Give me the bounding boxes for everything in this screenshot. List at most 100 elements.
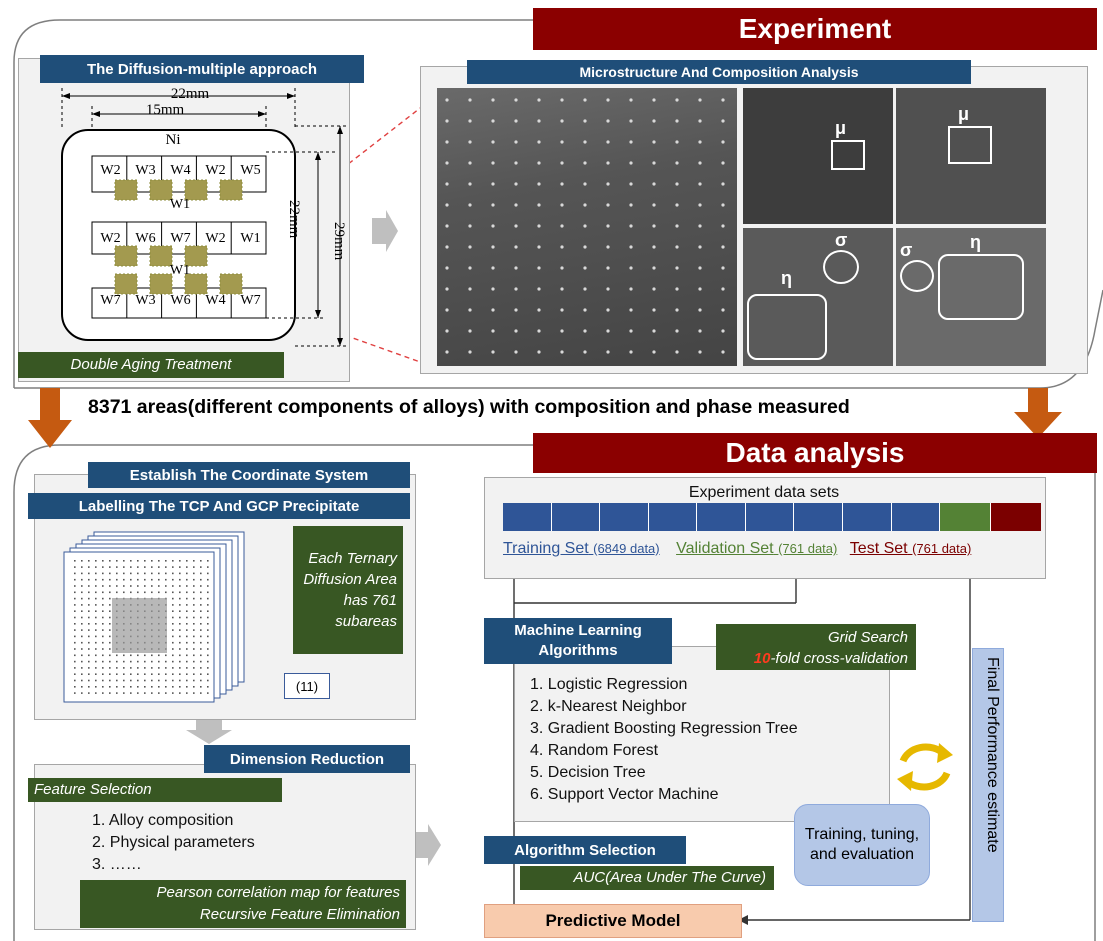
algorithm-item: 3. Gradient Boosting Regression Tree: [530, 720, 798, 737]
grid-row-1: W2 W3 W4 W2 W5: [93, 163, 268, 179]
data-cell: [647, 503, 697, 531]
cycle-icon: [897, 743, 953, 791]
ml-panel: [514, 646, 890, 822]
diffusion-title-text: The Diffusion-multiple approach: [86, 60, 317, 78]
sigma-circle-1: [823, 250, 859, 284]
algo-selection-title: Algorithm Selection: [484, 836, 686, 864]
ternary-note: Each Ternary Diffusion Area has 761 suba…: [293, 526, 403, 654]
grid-row-2: W2 W6 W7 W2 W1: [93, 231, 268, 247]
label-title: Labelling The TCP And GCP Precipitate: [28, 493, 410, 519]
cell-r2-3: W7: [170, 231, 191, 246]
validation-set-label: Validation Set (761 data): [676, 540, 837, 557]
auc-box: AUC(Area Under The Curve): [520, 866, 774, 890]
algorithm-item: 1. Logistic Regression: [530, 676, 688, 693]
cv-number: 10: [753, 650, 771, 667]
algorithm-item: 5. Decision Tree: [530, 764, 646, 781]
sem-image-4: σ η: [896, 228, 1046, 366]
label-title-text: Labelling The TCP And GCP Precipitate: [78, 497, 360, 515]
dim-title-text: Dimension Reduction: [229, 750, 385, 768]
grid-search-text: Grid Search: [827, 629, 908, 646]
grid-row-3: W7 W3 W6 W4 W7: [93, 293, 268, 309]
cell-r3-3: W6: [170, 293, 191, 308]
ml-title-line-1: Machine Learning: [514, 622, 642, 639]
badge-11: (11): [284, 673, 330, 699]
eta-box-1: [747, 294, 827, 360]
sigma-circle-2: [900, 260, 934, 292]
right-arrow-gray-icon-2: [416, 824, 441, 866]
ni-label: Ni: [165, 132, 181, 148]
eta-label-2: η: [970, 232, 981, 252]
down-arrow-left-icon: [28, 388, 72, 448]
down-arrow-right-icon: [1014, 388, 1062, 438]
sem-image-3: σ η: [743, 228, 893, 366]
coord-title: Establish The Coordinate System: [88, 462, 410, 488]
data-cell: [550, 503, 600, 531]
cell-r1-4: W2: [205, 163, 226, 178]
validation-set-text: Validation Set: [676, 540, 774, 557]
dim-title: Dimension Reduction: [204, 745, 410, 773]
eta-label-1: η: [781, 268, 792, 288]
data-cell: [696, 503, 745, 531]
diffusion-drawing: [61, 88, 348, 347]
mu-label-1: μ: [835, 118, 847, 138]
cell-r1-5: W5: [240, 163, 261, 178]
sigma-label-2: σ: [900, 240, 913, 260]
w1-label-a: W1: [169, 197, 191, 212]
set-labels: Training Set (6849 data) Validation Set …: [503, 540, 971, 558]
algorithm-item: 6. Support Vector Machine: [530, 786, 719, 803]
cell-r2-2: W6: [135, 231, 156, 246]
cv-text: -fold cross-validation: [770, 650, 908, 667]
cell-r3-4: W4: [205, 293, 226, 308]
w1-label-b: W1: [169, 263, 191, 278]
cell-r1-1: W2: [100, 163, 121, 178]
micro-title-text: Microstructure And Composition Analysis: [579, 64, 859, 80]
areas-measured-text: 8371 areas(different components of alloy…: [88, 396, 850, 418]
sem-overview-image: [437, 88, 737, 366]
training-set-text: Training Set: [503, 540, 589, 557]
cell-r3-5: W7: [240, 293, 261, 308]
dim-29: 29mm: [331, 222, 347, 261]
ml-title-line-2: Algorithms: [538, 642, 618, 659]
sigma-label-1: σ: [835, 230, 848, 250]
data-cell: [890, 503, 940, 531]
predictive-model-text: Predictive Model: [545, 911, 681, 930]
aging-label: Double Aging Treatment: [18, 352, 284, 378]
cell-r2-4: W2: [205, 231, 226, 246]
diffusion-title: The Diffusion-multiple approach: [40, 55, 364, 83]
down-arrow-gray-icon: [186, 718, 232, 744]
eta-box-2: [938, 254, 1024, 320]
cell-r2-5: W1: [240, 231, 261, 246]
cell-r1-2: W3: [135, 163, 156, 178]
pearson-box: Pearson correlation map for features Rec…: [80, 880, 406, 928]
feature-item: 2. Physical parameters: [92, 834, 255, 851]
sem-image-1: μ: [743, 88, 893, 224]
training-tuning-text: Training, tuning, and evaluation: [804, 826, 920, 863]
test-set-text: Test Set: [849, 540, 908, 557]
cell-r2-1: W2: [100, 231, 121, 246]
micro-title: Microstructure And Composition Analysis: [467, 60, 971, 84]
highlight-box-1: [831, 140, 865, 170]
test-set-label: Test Set (761 data): [850, 540, 972, 557]
experiment-banner-text: Experiment: [738, 13, 892, 44]
feature-item: 1. Alloy composition: [92, 812, 234, 829]
mu-label-2: μ: [958, 104, 970, 124]
sem-dots: [445, 98, 725, 354]
data-cell: [793, 503, 842, 531]
final-estimate-text: Final Performance estimate: [984, 657, 1001, 853]
data-cell: [744, 503, 794, 531]
data-cell: [503, 503, 551, 531]
dim-15: 15mm: [145, 102, 185, 118]
cell-r3-1: W7: [100, 293, 121, 308]
data-cell: [841, 503, 891, 531]
datasets-title: Experiment data sets: [688, 484, 840, 501]
training-set-label: Training Set (6849 data): [503, 540, 660, 557]
experiment-banner: Experiment: [533, 8, 1097, 50]
dim-22-top: 22mm: [170, 86, 210, 102]
stacked-maps-image: [63, 531, 245, 703]
validation-count: (761 data): [778, 541, 838, 556]
ternary-note-text: Each Ternary Diffusion Area has 761 suba…: [303, 550, 397, 630]
pearson-line-1: Pearson correlation map for features: [156, 884, 400, 901]
cell-r1-3: W4: [170, 163, 191, 178]
cv-line: 10-fold cross-validation: [716, 648, 908, 669]
cell-r3-2: W3: [135, 293, 156, 308]
